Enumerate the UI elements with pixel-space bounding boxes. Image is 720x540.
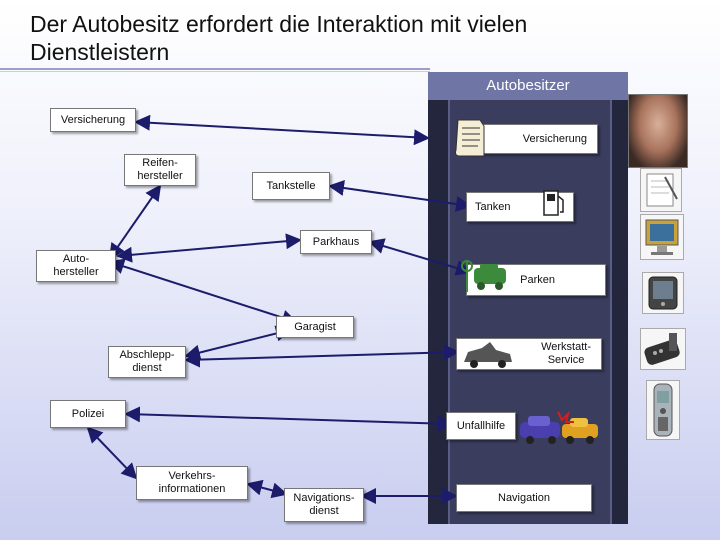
provider-versicherung-label: Versicherung xyxy=(60,113,126,126)
fuel-pump-icon xyxy=(543,190,564,216)
notepad-device-icon xyxy=(640,168,682,212)
owner-panel-inner xyxy=(448,100,612,524)
provider-garagist: Garagist xyxy=(276,316,354,338)
provider-tankstelle: Tankstelle xyxy=(252,172,330,200)
provider-abschleppdienst-label: Abschlepp- dienst xyxy=(119,349,175,374)
mobile-phone-icon xyxy=(646,380,680,440)
provider-verkehrsinformationen-label: Verkehrs- informationen xyxy=(158,470,226,495)
provider-navigationsdienst: Navigations- dienst xyxy=(284,488,364,522)
pda-device-icon xyxy=(642,272,684,314)
arrow-auto-parkhaus xyxy=(116,233,302,263)
provider-garagist-label: Garagist xyxy=(294,320,336,333)
repair-car-icon xyxy=(464,342,512,368)
provider-reifenhersteller-label: Reifen- hersteller xyxy=(137,157,183,182)
car-phone-device-icon xyxy=(640,328,686,370)
provider-parkhaus: Parkhaus xyxy=(300,230,372,254)
provider-reifenhersteller: Reifen- hersteller xyxy=(124,154,196,186)
arrow-polizei-verkehr xyxy=(86,426,138,480)
service-parken-label: Parken xyxy=(520,273,555,286)
person-photo xyxy=(628,94,688,168)
arrow-parkhaus-parken xyxy=(368,238,472,276)
provider-autohersteller-label: Auto- hersteller xyxy=(53,253,99,278)
provider-versicherung: Versicherung xyxy=(50,108,136,132)
service-versicherung-label: Versicherung xyxy=(522,132,587,145)
provider-navigationsdienst-label: Navigations- dienst xyxy=(293,492,355,517)
service-tanken-label: Tanken xyxy=(475,200,511,213)
page-title: Der Autobesitz erfordert die Interaktion… xyxy=(30,11,528,65)
monitor-device-icon xyxy=(640,214,684,260)
document-icon xyxy=(455,119,485,157)
arrow-versicherung xyxy=(134,114,430,146)
service-navigation-label: Navigation xyxy=(498,491,550,504)
provider-polizei-label: Polizei xyxy=(71,407,105,420)
title-rule-secondary xyxy=(0,71,430,72)
arrow-tankstelle xyxy=(328,180,472,212)
provider-parkhaus-label: Parkhaus xyxy=(312,235,360,248)
parking-car-icon xyxy=(461,260,506,292)
provider-verkehrsinformationen: Verkehrs- informationen xyxy=(136,466,248,500)
crash-cars-icon xyxy=(520,410,598,444)
arrow-auto-garagist xyxy=(108,258,298,326)
arrow-polizei-unfall xyxy=(124,406,454,432)
provider-abschleppdienst: Abschlepp- dienst xyxy=(108,346,186,378)
arrow-abschlepp-werkstatt xyxy=(184,344,460,368)
title-rule xyxy=(0,68,430,70)
provider-tankstelle-label: Tankstelle xyxy=(266,179,316,192)
arrow-reifen-auto xyxy=(108,184,162,260)
service-unfallhilfe-label: Unfallhilfe xyxy=(456,419,506,432)
arrow-verkehr-navi xyxy=(246,479,288,499)
service-versicherung: Versicherung xyxy=(466,124,598,154)
service-navigation: Navigation xyxy=(456,484,592,512)
provider-autohersteller: Auto- hersteller xyxy=(36,250,116,282)
service-werkstatt-label: Werkstatt- Service xyxy=(541,341,591,366)
provider-polizei: Polizei xyxy=(50,400,126,428)
service-unfallhilfe: Unfallhilfe xyxy=(446,412,516,440)
owner-header: Autobesitzer xyxy=(428,72,628,100)
arrow-garagist-abschlepp xyxy=(184,325,292,361)
